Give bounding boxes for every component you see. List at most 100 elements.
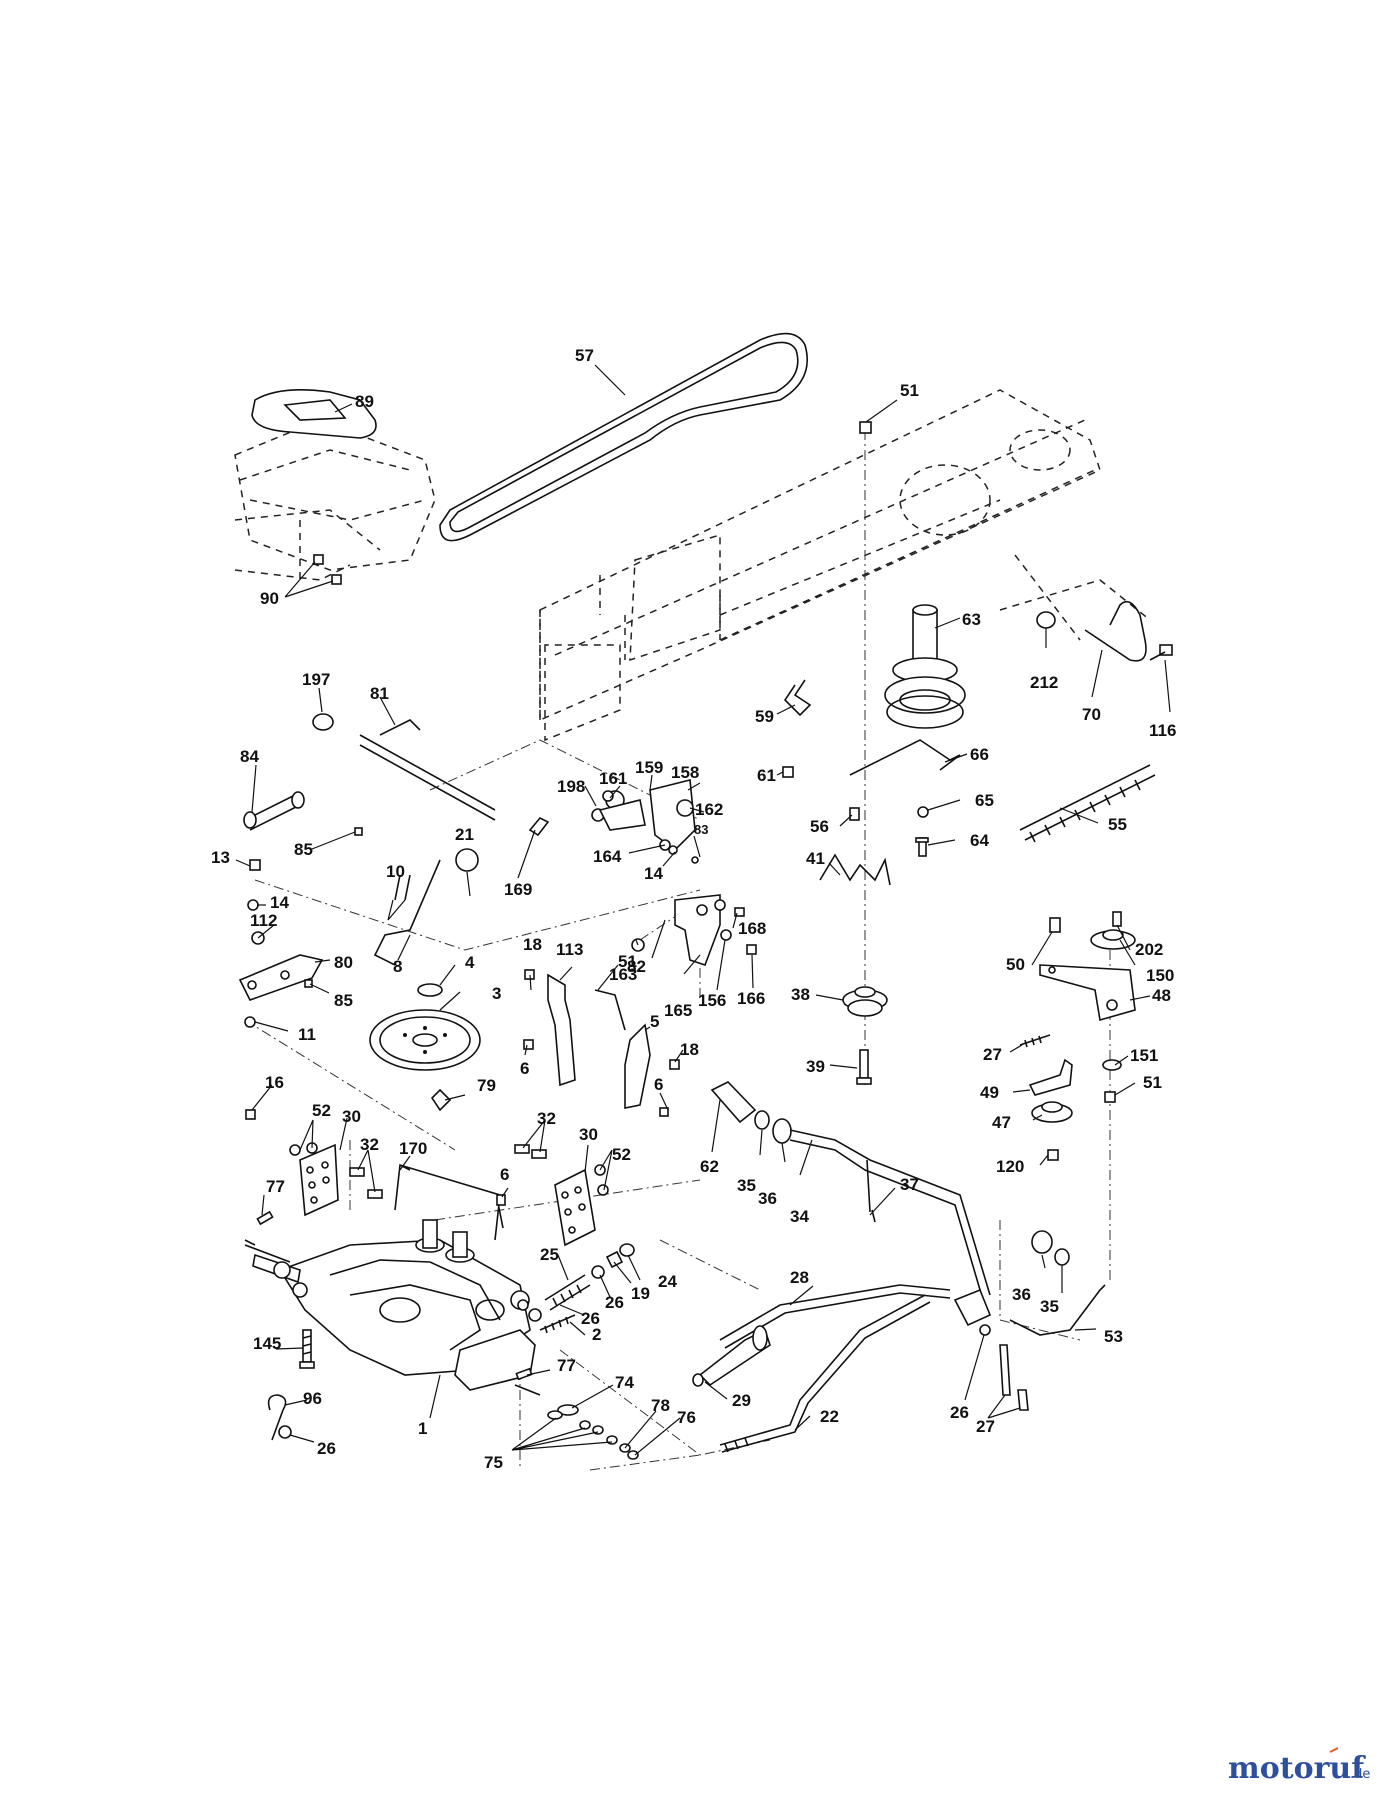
label-38: 38 — [791, 985, 810, 1004]
transaxle-1 — [244, 1219, 542, 1396]
screw-168 — [734, 907, 745, 917]
spindle-pulley-63 — [884, 604, 966, 729]
bolt-64 — [915, 837, 929, 857]
idler-pulley-47 — [1031, 1101, 1073, 1123]
spring-55 — [1019, 764, 1156, 843]
bracket-48 — [1039, 911, 1136, 1022]
clip-96 — [267, 1394, 287, 1441]
clip-79 — [430, 1088, 452, 1112]
bolt-145 — [299, 1329, 315, 1369]
label-18b: 18 — [680, 1040, 699, 1059]
label-53: 53 — [1104, 1327, 1123, 1346]
label-52a: 52 — [312, 1101, 331, 1120]
label-77a: 77 — [266, 1177, 285, 1196]
label-150: 150 — [1146, 966, 1174, 985]
label-165: 165 — [664, 1001, 692, 1020]
label-169: 169 — [504, 880, 532, 899]
label-90: 90 — [260, 589, 279, 608]
washer-26-d — [278, 1425, 292, 1439]
label-57: 57 — [575, 346, 594, 365]
label-26b: 26 — [605, 1293, 624, 1312]
label-96: 96 — [303, 1389, 322, 1408]
label-16: 16 — [265, 1073, 284, 1092]
label-85: 85 — [294, 840, 313, 859]
label-10: 10 — [386, 862, 405, 881]
spring-27 — [1019, 1034, 1051, 1048]
chassis-frame-outline — [234, 389, 1151, 742]
nuts-90 — [313, 554, 342, 585]
washer-36-right — [1031, 1230, 1053, 1254]
label-50: 50 — [1006, 955, 1025, 974]
screw-166 — [746, 944, 757, 955]
label-18a: 18 — [523, 935, 542, 954]
label-112: 112 — [250, 911, 277, 930]
bolt-56 — [849, 807, 860, 821]
label-75: 75 — [484, 1453, 503, 1472]
label-79: 79 — [477, 1076, 496, 1095]
label-32b: 32 — [537, 1109, 556, 1128]
label-161: 161 — [599, 769, 627, 788]
label-49: 49 — [980, 1083, 999, 1102]
label-164: 164 — [593, 847, 622, 866]
washer-26-b — [517, 1299, 529, 1311]
key-77-lower — [515, 1367, 533, 1381]
drive-belt-57 — [439, 332, 809, 542]
nut-120 — [1047, 1149, 1059, 1161]
label-39: 39 — [806, 1057, 825, 1076]
label-202: 202 — [1135, 940, 1163, 959]
key-77-top — [256, 1210, 274, 1226]
label-2: 2 — [592, 1325, 601, 1344]
rod-53 — [1009, 1284, 1106, 1336]
label-113: 113 — [556, 940, 583, 959]
label-28: 28 — [790, 1268, 809, 1287]
axle-hardware-74 — [547, 1404, 639, 1460]
bolt-39 — [856, 1049, 872, 1085]
label-48: 48 — [1152, 986, 1171, 1005]
label-70: 70 — [1082, 705, 1101, 724]
washer-4 — [417, 983, 443, 997]
label-151: 151 — [1130, 1046, 1158, 1065]
label-51c: 51 — [1143, 1073, 1162, 1092]
label-83: 83 — [694, 822, 708, 837]
lever-66 — [849, 739, 961, 776]
label-116: 116 — [1149, 721, 1176, 740]
label-26d: 26 — [317, 1439, 336, 1458]
watermark-suffix: .de — [1350, 1767, 1370, 1782]
bracket-80 — [238, 859, 324, 1028]
label-159: 159 — [635, 758, 663, 777]
pedal-29 — [692, 1325, 771, 1387]
pulley-38 — [842, 986, 888, 1017]
nut-19 — [605, 1250, 624, 1269]
label-166: 166 — [737, 989, 765, 1008]
label-6b: 6 — [654, 1075, 663, 1094]
label-81: 81 — [370, 684, 389, 703]
label-30a: 30 — [342, 1107, 361, 1126]
label-120: 120 — [996, 1157, 1024, 1176]
label-65: 65 — [975, 791, 994, 810]
pedal-shaft-34 — [710, 1081, 991, 1301]
label-32a: 32 — [360, 1135, 379, 1154]
label-85b: 85 — [334, 991, 353, 1010]
rod-70 — [1084, 600, 1147, 662]
bolt-116 — [1149, 644, 1173, 661]
label-158: 158 — [671, 763, 699, 782]
label-27b: 27 — [976, 1417, 995, 1436]
label-55: 55 — [1108, 815, 1127, 834]
screw-61 — [782, 766, 794, 778]
label-4: 4 — [465, 953, 475, 972]
clip-169 — [528, 817, 550, 837]
alignment-lines — [244, 430, 1111, 1471]
label-163: 163 — [609, 965, 637, 984]
bushing-24 — [619, 1243, 635, 1257]
spring-2 — [539, 1314, 576, 1334]
label-156: 156 — [698, 991, 726, 1010]
label-198: 198 — [557, 777, 585, 796]
label-29: 29 — [732, 1391, 751, 1410]
pin-85-top — [354, 827, 363, 836]
bracket-49 — [1028, 1058, 1073, 1096]
leader-lines — [235, 364, 1171, 1456]
label-25: 25 — [540, 1245, 559, 1264]
label-14b: 14 — [270, 893, 289, 912]
label-63: 63 — [962, 610, 981, 629]
